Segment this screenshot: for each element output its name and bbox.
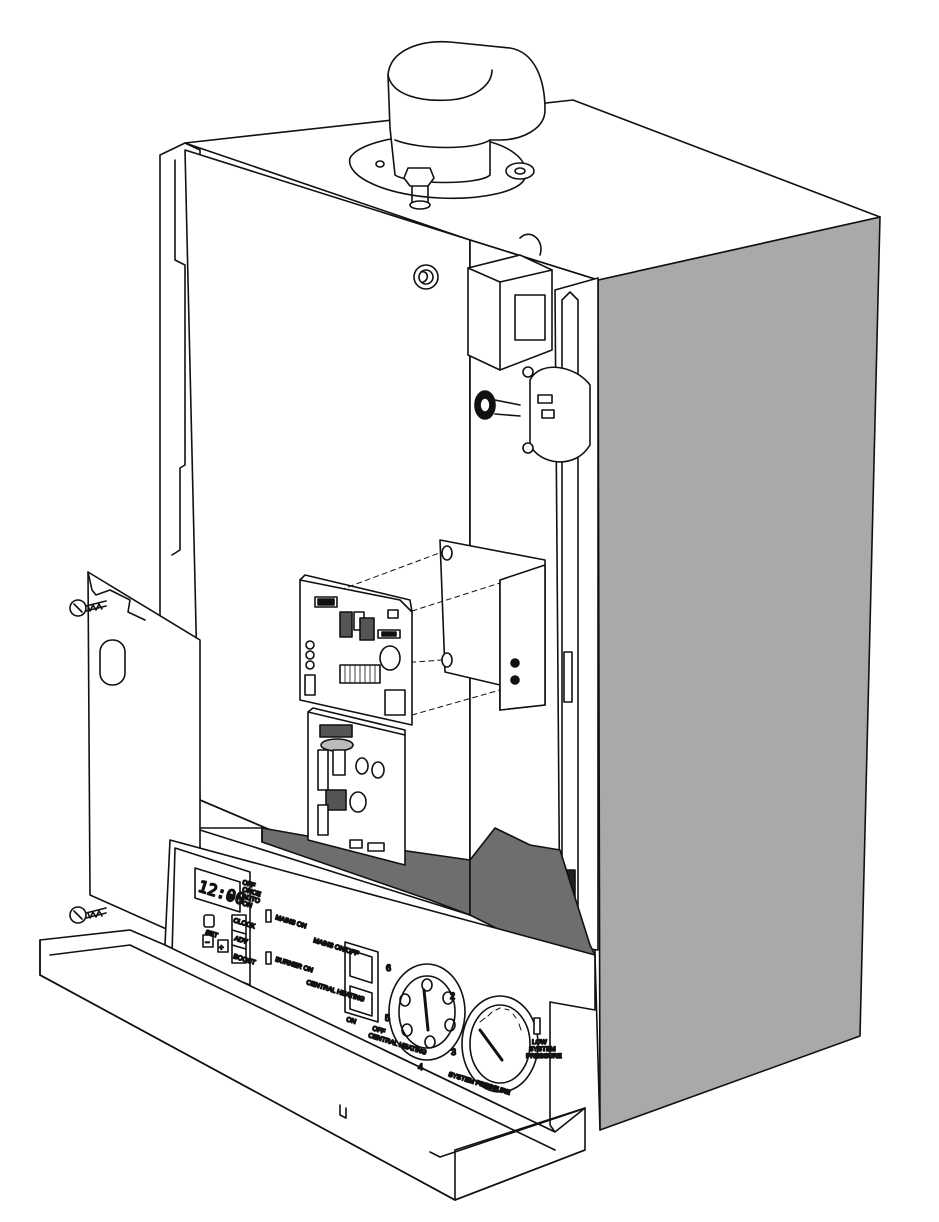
dial-number-2: 2 — [450, 991, 455, 1001]
system-pressure-gauge — [461, 995, 539, 1093]
timer-side-label-on: ON — [241, 900, 253, 910]
dial-number-3: 3 — [451, 1047, 456, 1057]
lower-hinged-door — [39, 929, 586, 1201]
central-heating-dial[interactable] — [388, 963, 466, 1061]
timer-right-buttons[interactable] — [231, 914, 247, 964]
mains-on-off-switch[interactable] — [344, 941, 379, 1023]
display-pcb — [307, 707, 406, 866]
low-pressure-label-3: PRESSURE — [526, 1053, 562, 1060]
transformer-box — [467, 233, 553, 371]
dial-number-6: 6 — [386, 963, 391, 973]
timer-plus-label: + — [219, 943, 224, 952]
cover-screw-top — [69, 599, 107, 617]
timer-minus-label: − — [205, 938, 210, 947]
timer-display-suffix: m — [228, 893, 235, 901]
main-pcb — [299, 574, 413, 726]
dial-number-5: 5 — [385, 1013, 390, 1023]
timer-set-button[interactable] — [203, 914, 215, 928]
flue-elbow — [349, 40, 546, 210]
timer-minus-button[interactable] — [202, 934, 214, 948]
panel-fixing-screw-top — [413, 264, 439, 290]
burner-fan-assembly — [474, 366, 591, 463]
low-pressure-label-2: SYSTEM — [529, 1046, 556, 1053]
dial-number-4: 4 — [418, 1062, 423, 1072]
burner-on-lamp — [265, 951, 272, 965]
switch-on-label: ON — [345, 1016, 357, 1026]
boiler-side-panel — [597, 216, 881, 1131]
low-pressure-label-1: LOW — [532, 1039, 548, 1046]
timer-set-label: SET — [204, 929, 218, 939]
pcb-mounting-bracket — [329, 539, 546, 716]
cover-screw-bottom — [69, 906, 107, 924]
mains-on-lamp — [265, 909, 272, 923]
low-pressure-indicator — [533, 1017, 541, 1035]
timer-plus-button[interactable] — [217, 939, 229, 953]
